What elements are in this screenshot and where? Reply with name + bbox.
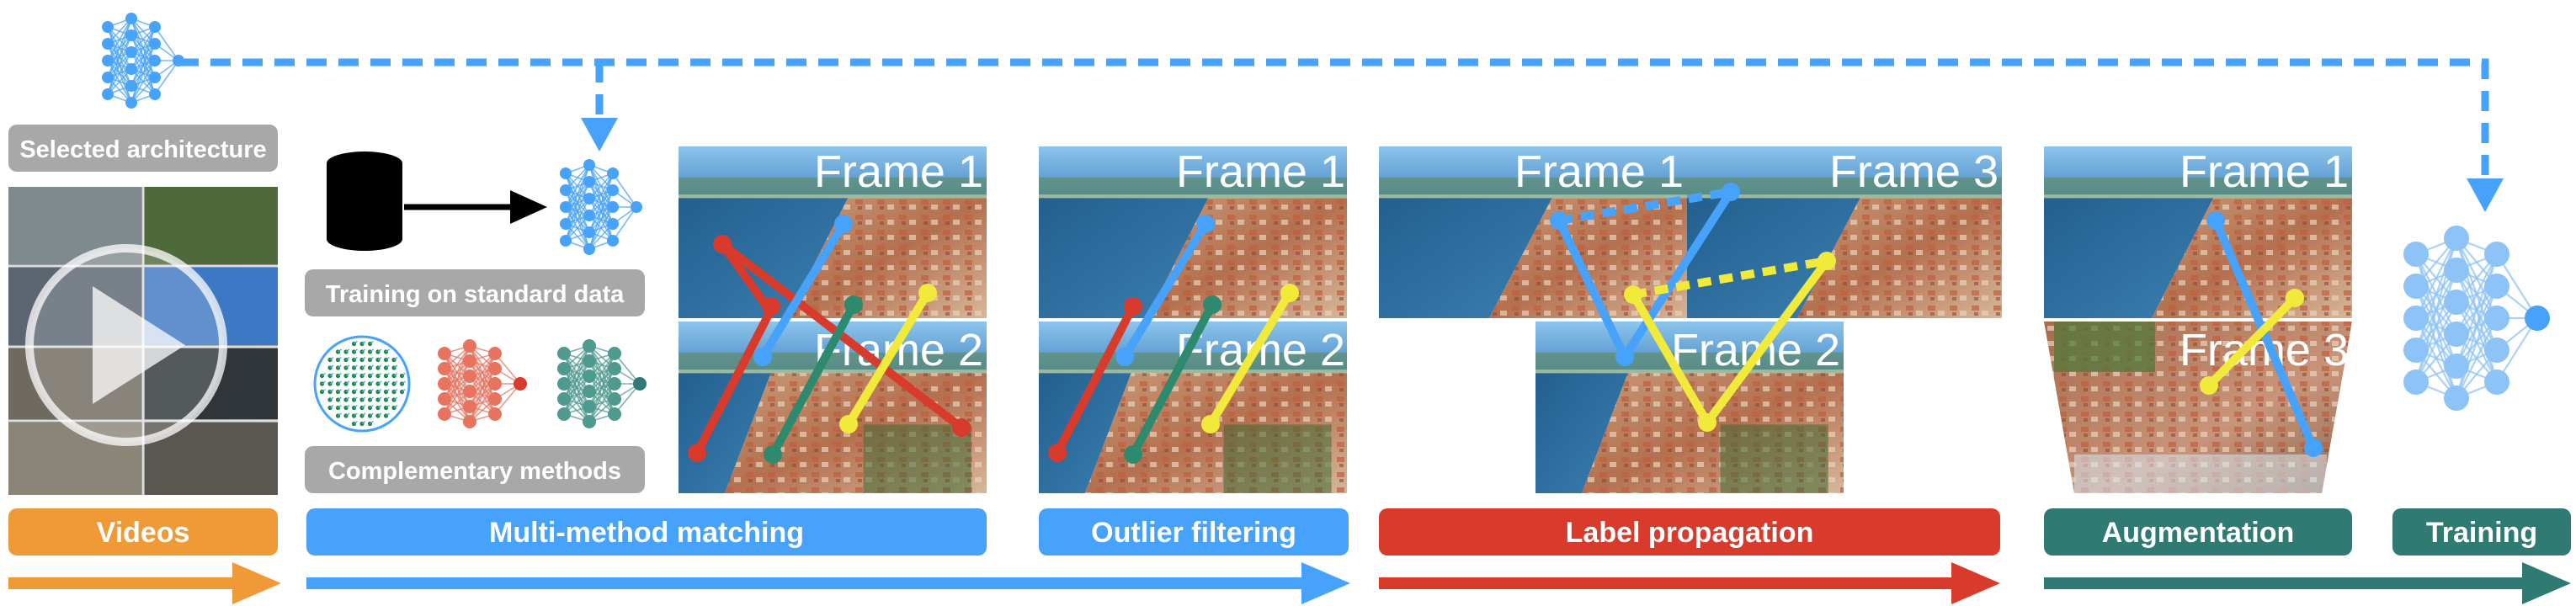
outlier-filtering-panel: Frame 1 Frame 2 bbox=[1039, 146, 1347, 493]
frame-1-label: Frame 1 bbox=[1514, 146, 1684, 197]
frame-1-label: Frame 1 bbox=[1176, 146, 1345, 197]
play-icon[interactable] bbox=[25, 244, 227, 446]
complementary-methods-label: Complementary methods bbox=[305, 446, 645, 493]
match-lines bbox=[688, 215, 971, 464]
teal-network-icon bbox=[557, 339, 647, 428]
stage-multi-method-matching: Multi-method matching bbox=[306, 508, 987, 556]
svg-text:Outlier filtering: Outlier filtering bbox=[1091, 517, 1296, 549]
svg-text:Training: Training bbox=[2426, 517, 2537, 549]
augmentation-panel: Frame 1 Frame 3 bbox=[2044, 146, 2352, 493]
svg-text:Label propagation: Label propagation bbox=[1566, 517, 1814, 549]
red-network-icon bbox=[438, 339, 527, 428]
stage-augmentation: Augmentation bbox=[2044, 508, 2352, 556]
matching-filtering-arrow bbox=[306, 562, 1350, 604]
stage-outlier-filtering: Outlier filtering bbox=[1039, 508, 1349, 556]
stage-label-propagation: Label propagation bbox=[1379, 508, 2000, 604]
database-icon bbox=[327, 152, 402, 251]
architecture-feedback-connector bbox=[178, 58, 2504, 212]
selected-architecture-label: Selected architecture bbox=[8, 125, 278, 172]
matching-panel: Frame 1 Frame 2 bbox=[679, 146, 987, 493]
svg-text:Training on standard data: Training on standard data bbox=[326, 281, 625, 308]
svg-text:Augmentation: Augmentation bbox=[2102, 517, 2295, 549]
svg-text:Multi-method matching: Multi-method matching bbox=[489, 517, 804, 549]
training-on-standard-data-label: Training on standard data bbox=[305, 269, 645, 316]
stage-videos: Videos bbox=[8, 508, 281, 604]
point-grid-icon bbox=[313, 335, 411, 433]
selected-architecture-network-icon bbox=[102, 13, 184, 109]
svg-text:Videos: Videos bbox=[97, 517, 190, 549]
warped-frame-3 bbox=[2044, 322, 2352, 493]
augmentation-training-arrow bbox=[2044, 562, 2571, 604]
training-arrow bbox=[404, 190, 547, 224]
filtered-match-lines bbox=[1048, 215, 1299, 464]
label-propagation-panel: Frame 1 Frame 3 Frame 2 bbox=[1379, 146, 2002, 493]
svg-text:Selected architecture: Selected architecture bbox=[19, 136, 266, 163]
frame-1-label: Frame 1 bbox=[2179, 146, 2349, 197]
svg-text:Complementary methods: Complementary methods bbox=[328, 458, 621, 485]
final-network-icon bbox=[2403, 226, 2550, 411]
frame-1-label: Frame 1 bbox=[814, 146, 983, 197]
augmented-match-lines bbox=[2200, 211, 2323, 457]
trained-network-icon bbox=[560, 159, 642, 255]
frame-3-label: Frame 3 bbox=[1829, 146, 1999, 197]
propagated-match-lines bbox=[1550, 183, 1836, 432]
stage-training: Training bbox=[2392, 508, 2571, 556]
